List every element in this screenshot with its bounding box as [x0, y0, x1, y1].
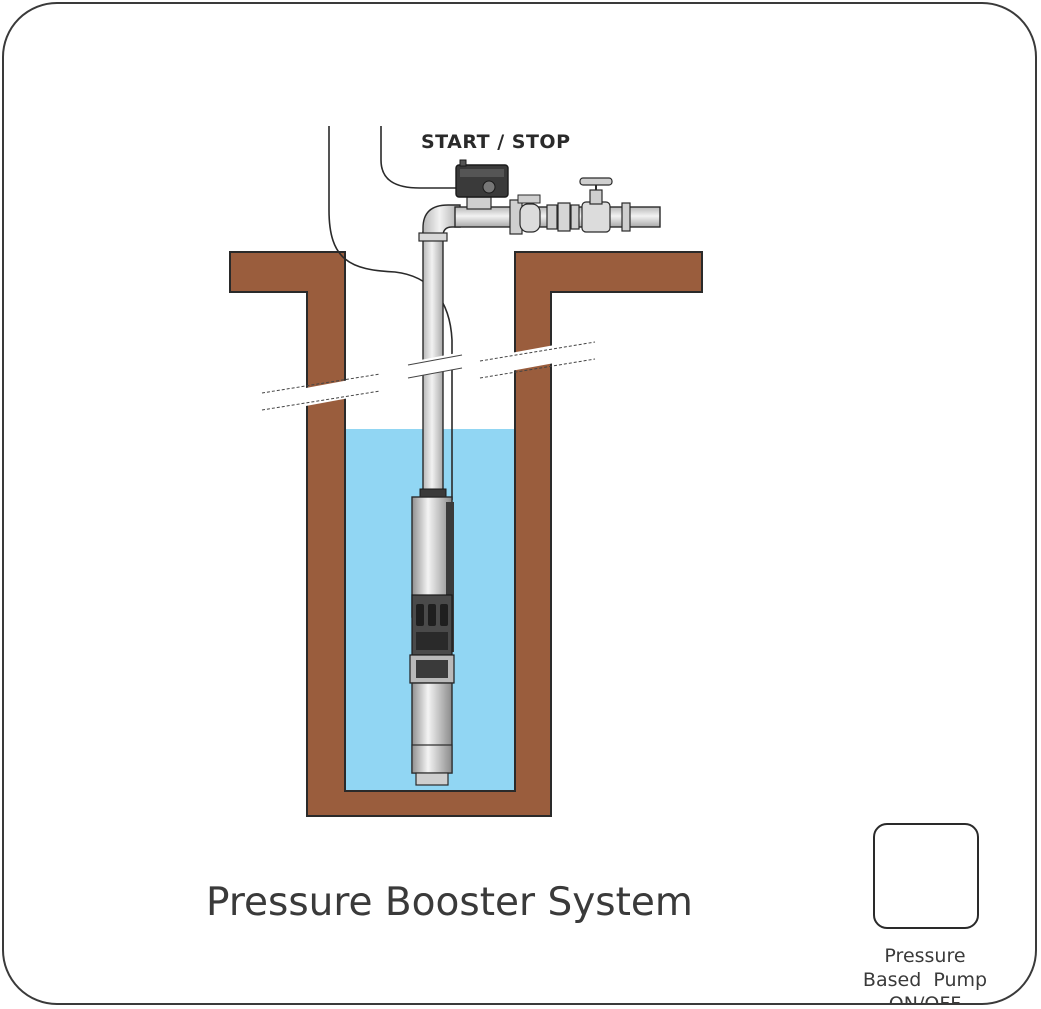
pressure-switch-caption: Pressure Based Pump ON/OFF — [845, 944, 1005, 1004]
pipe-coupling — [621, 202, 631, 232]
pipe-coupling — [517, 194, 541, 204]
diagram-title: Pressure Booster System — [206, 880, 693, 925]
pipe-coupling — [546, 204, 558, 230]
break-line — [479, 358, 596, 379]
caption-line: ON/OFF — [888, 993, 962, 1004]
start-stop-label: START / STOP — [421, 131, 571, 153]
earth-wall-left — [229, 251, 703, 817]
riser-break — [410, 352, 462, 378]
caption-line: Based Pump — [862, 969, 988, 991]
pipe-coupling — [570, 204, 580, 230]
pipe-coupling — [557, 202, 571, 232]
pressure-control-box-icon — [455, 159, 509, 198]
control-mount — [466, 196, 492, 210]
elbow-collar — [418, 232, 448, 242]
break-line — [407, 354, 463, 366]
control-cable — [380, 126, 458, 189]
gate-valve-icon — [579, 177, 613, 233]
check-valve-icon — [519, 203, 541, 233]
break-line — [407, 367, 463, 379]
earth-break-left — [295, 378, 360, 408]
submersible-pump-icon — [409, 488, 455, 786]
caption-line: Pressure — [884, 945, 966, 967]
power-cable — [328, 126, 453, 500]
break-line — [479, 341, 596, 362]
earth-break-right — [505, 344, 560, 372]
pressure-switch-frame — [873, 823, 979, 929]
